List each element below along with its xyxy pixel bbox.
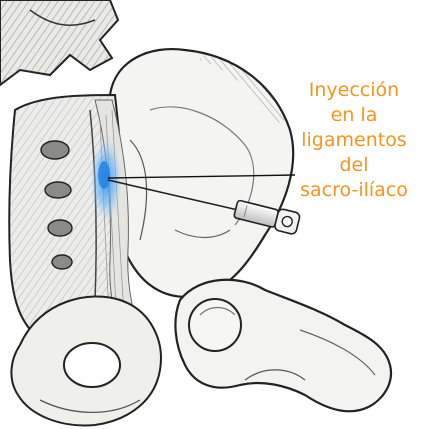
label-line-3: ligamentos: [286, 128, 422, 153]
label-line-1: Inyección: [286, 78, 422, 103]
label-line-5: sacro-ilíaco: [286, 178, 422, 203]
injection-label: Inyección en la ligamentos del sacro-ilí…: [286, 78, 422, 203]
label-line-2: en la: [286, 103, 422, 128]
label-line-4: del: [286, 153, 422, 178]
